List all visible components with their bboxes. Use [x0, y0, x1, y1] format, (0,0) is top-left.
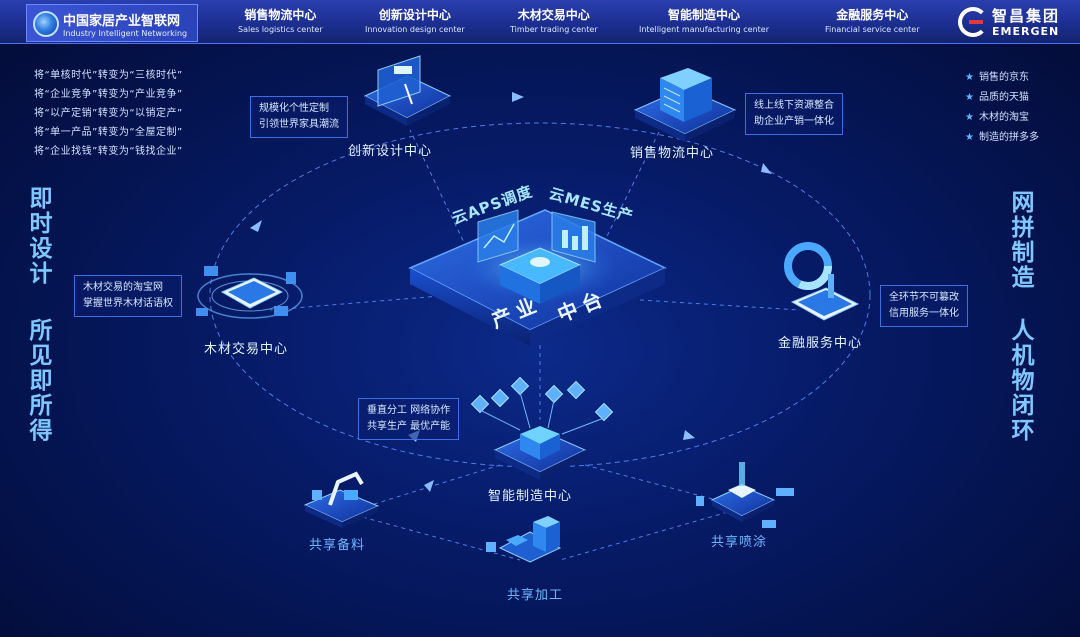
vertical-slogan-left-1: 即时设计	[25, 186, 51, 286]
list-item: ★ 木材的淘宝	[965, 108, 1039, 128]
finance-center-graphic	[784, 242, 860, 321]
brand-title: 中国家居产业智联网	[63, 14, 181, 29]
list-item: 将“单一产品”转变为“全屋定制”	[34, 127, 183, 138]
node-process-label: 共享加工	[507, 588, 564, 603]
nav-item-sublabel: Sales logistics center	[238, 25, 323, 34]
list-item: 将“单核时代”转变为“三核时代”	[34, 70, 183, 81]
nav-item-sublabel: Intelligent manufacturing center	[639, 25, 770, 34]
nav-item-design[interactable]: 创新设计中心 Innovation design center	[365, 6, 465, 34]
callout-line: 共享生产 最优产能	[367, 421, 451, 432]
brand-tab[interactable]: 中国家居产业智联网 Industry Intelligent Networkin…	[26, 4, 198, 42]
callout-finance: 全环节不可篡改 信用服务一体化	[880, 285, 968, 327]
list-item: ★ 制造的拼多多	[965, 128, 1039, 148]
brand-subtitle: Industry Intelligent Networking	[63, 29, 188, 38]
node-finance-label: 金融服务中心	[778, 336, 863, 351]
callout-line: 垂直分工 网络协作	[367, 405, 451, 416]
nav-item-timber[interactable]: 木材交易中心 Timber trading center	[510, 6, 598, 34]
callout-line: 木材交易的淘宝网	[83, 282, 163, 293]
callout-sales: 线上线下资源整合 助企业产销一体化	[745, 93, 843, 135]
callout-design: 规模化个性定制 引领世界家具潮流	[250, 96, 348, 138]
nav-item-label: 木材交易中心	[517, 8, 590, 22]
node-design-label: 创新设计中心	[348, 144, 433, 159]
nav-item-label: 金融服务中心	[836, 8, 909, 22]
node-timber-label: 木材交易中心	[204, 342, 289, 357]
nav-item-label: 销售物流中心	[244, 8, 317, 22]
vertical-slogan-right-2: 人机物闭环	[1007, 318, 1033, 443]
list-item-label: 木材的淘宝	[978, 112, 1029, 123]
star-icon: ★	[965, 72, 974, 83]
callout-line: 助企业产销一体化	[754, 116, 834, 127]
star-icon: ★	[965, 92, 974, 103]
node-manufacturing-label: 智能制造中心	[488, 489, 573, 504]
shared-spray-graphic	[696, 462, 794, 528]
list-item-label: 制造的拼多多	[978, 132, 1039, 143]
nav-item-finance[interactable]: 金融服务中心 Financial service center	[825, 6, 920, 34]
nav-item-manufacturing[interactable]: 智能制造中心 Intelligent manufacturing center	[639, 6, 769, 34]
vertical-slogan-right-1: 网拼制造	[1007, 190, 1033, 290]
nav-item-label: 智能制造中心	[668, 8, 741, 22]
callout-line: 信用服务一体化	[889, 308, 959, 319]
callout-timber: 木材交易的淘宝网 掌握世界木材话语权	[74, 275, 182, 317]
node-spray-label: 共享喷涂	[711, 535, 768, 550]
platform-list: ★ 销售的京东 ★ 品质的天猫 ★ 木材的淘宝 ★ 制造的拼多多	[965, 68, 1039, 148]
list-item: 将“以产定销”转变为“以销定产”	[34, 108, 183, 119]
manufacturing-center-graphic	[470, 376, 614, 480]
orbit-ellipse	[209, 122, 871, 468]
list-item-label: 品质的天猫	[978, 92, 1029, 103]
list-item: 将“企业竞争”转变为“产业竞争”	[34, 89, 183, 100]
callout-line: 掌握世界木材话语权	[83, 298, 173, 309]
callout-line: 引领世界家具潮流	[259, 119, 339, 130]
hub-spokes	[269, 129, 801, 420]
node-sales-label: 销售物流中心	[630, 146, 715, 161]
corp-logo: 智昌集团 EMERGEN	[958, 4, 1066, 40]
list-item: 将“企业找钱”转变为“钱找企业”	[34, 146, 183, 157]
sales-center-graphic	[633, 68, 737, 142]
star-icon: ★	[965, 132, 974, 143]
nav-item-sales[interactable]: 销售物流中心 Sales logistics center	[238, 6, 323, 34]
nav-item-label: 创新设计中心	[378, 8, 451, 22]
hub-platform	[408, 209, 667, 346]
corp-name: 智昌集团	[992, 7, 1061, 25]
vertical-slogan-left-2: 所见即所得	[25, 318, 51, 443]
callout-line: 线上线下资源整合	[754, 100, 834, 111]
list-item: ★ 品质的天猫	[965, 88, 1039, 108]
list-item: ★ 销售的京东	[965, 68, 1039, 88]
nav-item-sublabel: Financial service center	[825, 25, 920, 34]
design-center-graphic	[363, 55, 452, 126]
star-icon: ★	[965, 112, 974, 123]
transform-list: 将“单核时代”转变为“三核时代” 将“企业竞争”转变为“产业竞争” 将“以产定销…	[34, 66, 183, 161]
top-nav: 中国家居产业智联网 Industry Intelligent Networkin…	[0, 0, 1080, 44]
shared-material-graphic	[303, 471, 380, 528]
callout-line: 规模化个性定制	[259, 103, 329, 114]
callout-line: 全环节不可篡改	[889, 292, 959, 303]
corp-name-en: EMERGEN	[992, 25, 1060, 38]
nav-item-sublabel: Innovation design center	[365, 25, 465, 34]
timber-center-graphic	[196, 266, 303, 319]
list-item-label: 销售的京东	[978, 72, 1029, 83]
node-material-label: 共享备料	[309, 538, 366, 553]
callout-manufacturing: 垂直分工 网络协作 共享生产 最优产能	[358, 398, 460, 440]
nav-item-sublabel: Timber trading center	[510, 25, 598, 34]
shared-process-graphic	[486, 516, 562, 563]
corp-mark-icon	[958, 7, 988, 37]
brand-logo-icon	[33, 11, 59, 37]
